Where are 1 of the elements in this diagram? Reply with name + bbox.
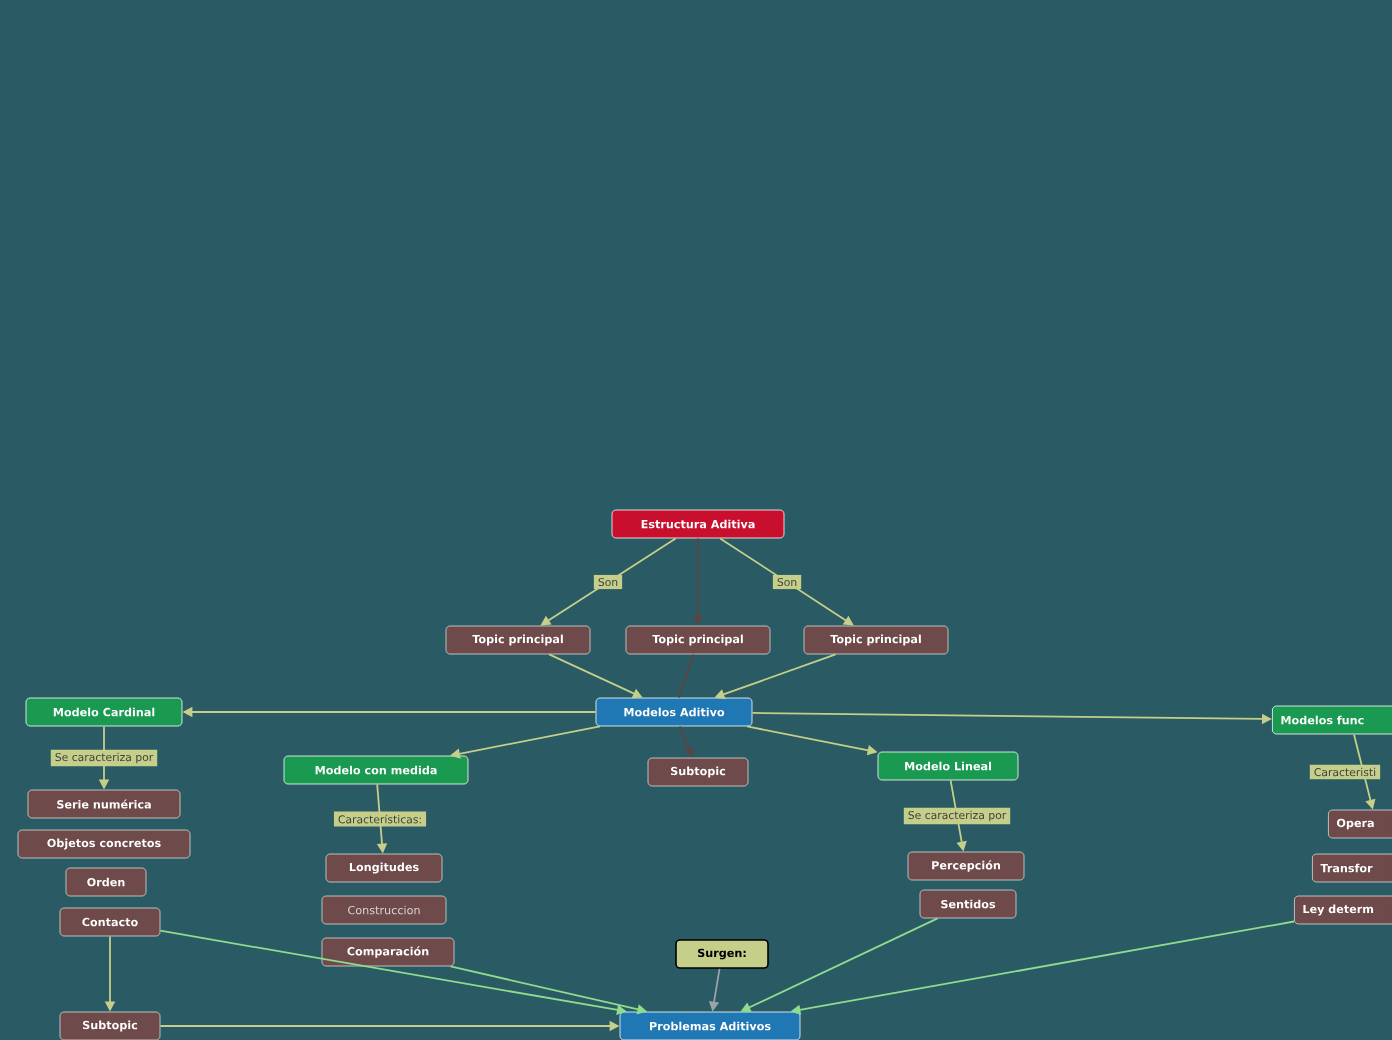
arrow bbox=[719, 537, 854, 626]
